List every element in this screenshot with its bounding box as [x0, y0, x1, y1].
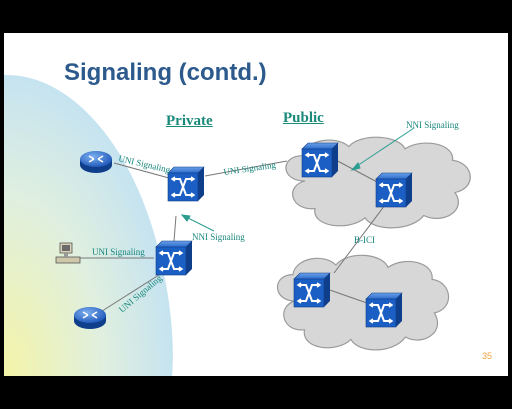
diagram-canvas: UNI Signaling UNI Signaling UNI Signalin… [4, 74, 471, 376]
label-uni-link: UNI Signaling [223, 160, 277, 177]
router-bottom[interactable] [73, 306, 107, 330]
nni-arrows [180, 127, 415, 232]
public-switch-1[interactable] [301, 142, 339, 178]
background-gradient [4, 74, 173, 376]
public-header: Public [283, 110, 324, 126]
connection-lines [76, 157, 389, 314]
slide: UNI Signaling UNI Signaling UNI Signalin… [4, 33, 508, 376]
private-switch-bottom[interactable] [155, 240, 193, 276]
public-switch-4[interactable] [365, 292, 403, 328]
link-router-to-switch [113, 162, 170, 179]
link-public-switches [331, 157, 380, 184]
label-nni-public: NNI Signaling [406, 120, 459, 130]
private-header: Private [166, 113, 213, 129]
link-switch-to-switch [173, 215, 177, 242]
private-switch-top[interactable] [167, 166, 205, 202]
label-nni-private: NNI Signaling [192, 232, 245, 242]
link-bottom-switches [323, 287, 368, 304]
router-top[interactable] [79, 150, 113, 174]
page-number: 35 [482, 351, 493, 361]
label-uni-terminal: UNI Signaling [92, 247, 145, 257]
link-bici [333, 200, 389, 274]
public-switch-3[interactable] [293, 272, 331, 308]
link-router-bottom-to-switch [98, 272, 163, 314]
computer-terminal-icon[interactable] [55, 242, 81, 264]
link-private-to-public [204, 160, 288, 177]
slide-title: Signaling (contd.) [64, 59, 267, 86]
public-switch-2[interactable] [375, 172, 413, 208]
label-bici: B-ICI [354, 235, 375, 245]
